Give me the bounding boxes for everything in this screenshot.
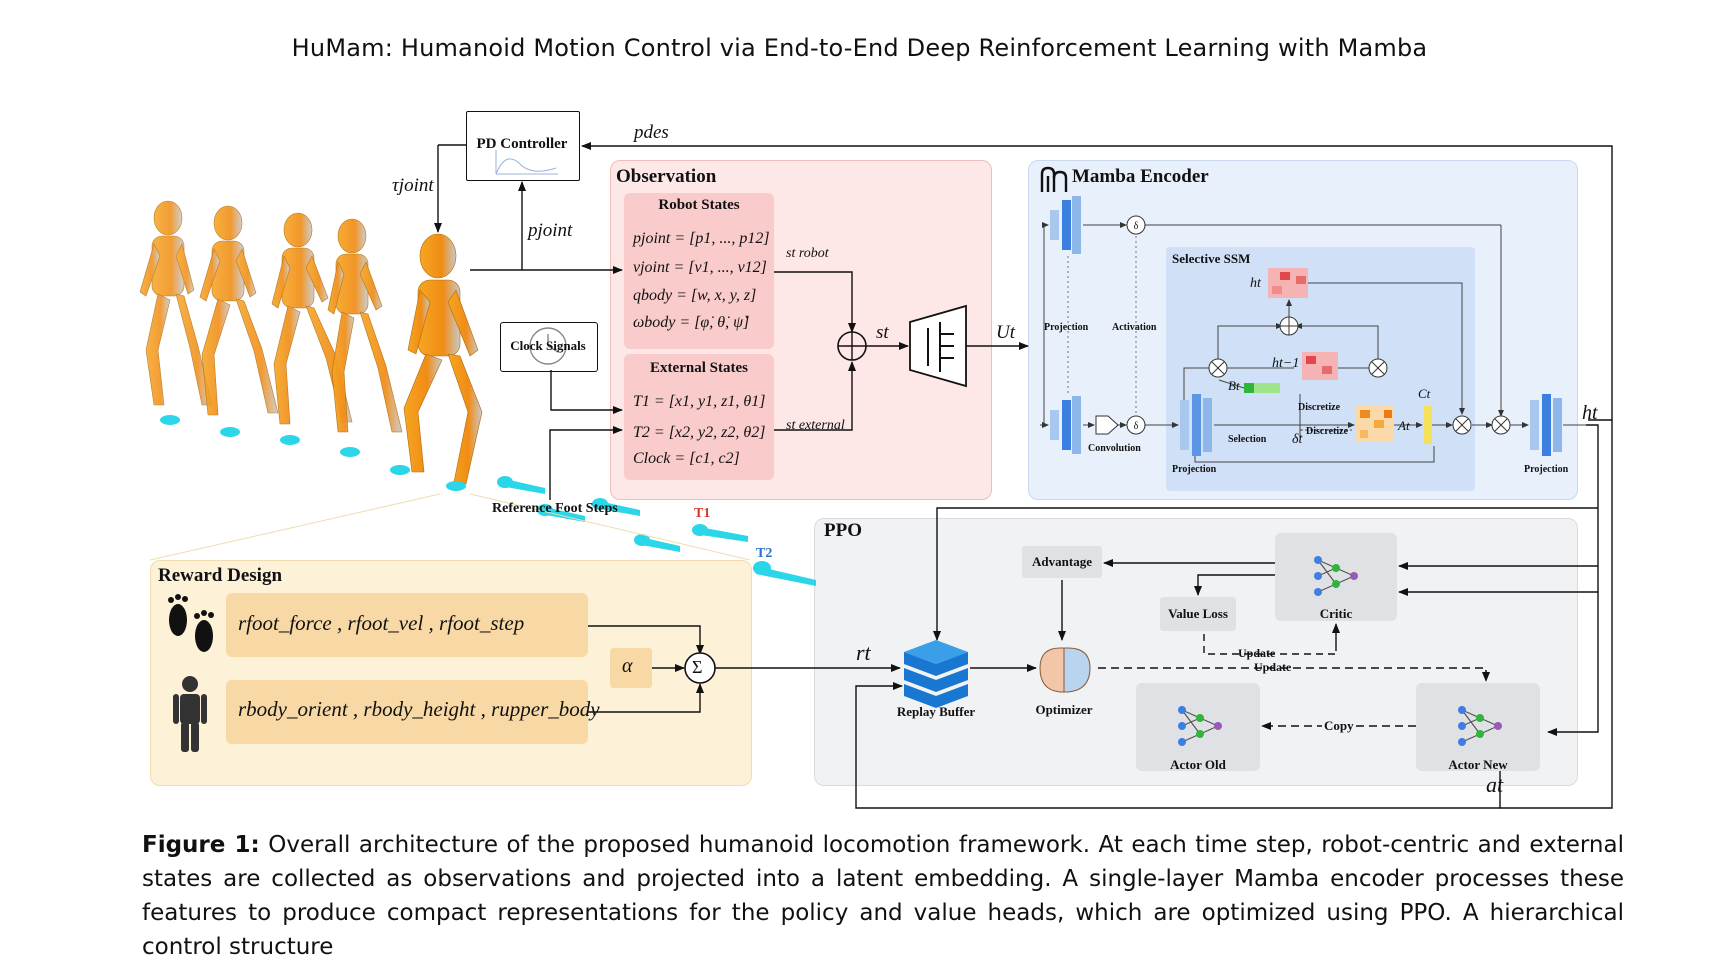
robot-eq-3: qbody = [w, x, y, z] — [633, 287, 757, 304]
s-robot-label: st robot — [786, 246, 829, 261]
body-reward-terms: rbody_orient , rbody_height , rupper_bod… — [238, 697, 600, 721]
pd-controller-label: PD Controller — [476, 136, 568, 152]
optimizer-label: Optimizer — [1035, 702, 1093, 717]
projection-left-label: Projection — [1044, 322, 1089, 333]
r-t-label: rt — [856, 640, 871, 665]
s-t-label: st — [876, 322, 889, 343]
mamba-logo-icon — [1040, 166, 1068, 192]
alpha-box — [610, 648, 652, 688]
footprints-icon — [168, 594, 214, 652]
tau-joint-label: τjoint — [392, 175, 434, 196]
robot-eq-1: pjoint = [p1, ..., p12] — [633, 230, 770, 247]
reference-foot-steps-label: Reference Foot Steps — [492, 501, 618, 516]
external-eq-3: Clock = [c1, c2] — [633, 450, 740, 467]
discretize-label-2: Discretize — [1306, 426, 1349, 437]
body-reward-box — [226, 680, 588, 744]
value-loss-label: Value Loss — [1168, 606, 1228, 621]
robot-eq-2: vjoint = [v1, ..., v12] — [633, 259, 767, 276]
actor-new-box — [1416, 683, 1540, 771]
critic-box — [1275, 533, 1397, 621]
c-t-label: Ct — [1418, 386, 1431, 401]
robot-figures — [139, 200, 483, 485]
p-joint-label: pjoint — [528, 220, 573, 241]
external-eq-2: T2 = [x2, y2, z2, θ2] — [633, 424, 766, 441]
s-external-label: st external — [786, 418, 845, 433]
a-t-action-label: at — [1486, 772, 1504, 797]
h-t-minus-1-label: ht−1 — [1272, 356, 1300, 371]
t2-label: T2 — [756, 546, 773, 561]
caption-label: Figure 1: — [142, 832, 260, 858]
svg-text:δ: δ — [1134, 421, 1139, 432]
replay-buffer-label: Replay Buffer — [896, 704, 976, 719]
replay-buffer-icon — [904, 640, 968, 708]
discretize-label-1: Discretize — [1298, 402, 1341, 413]
sum-symbol: Σ — [692, 657, 703, 677]
b-t-label: Bt — [1228, 378, 1240, 393]
projection-inner-label: Projection — [1172, 464, 1217, 475]
robot-states-title: Robot States — [658, 197, 740, 213]
convolution-label: Convolution — [1088, 443, 1141, 454]
pd-controller-box — [466, 111, 580, 181]
observation-title: Observation — [616, 166, 717, 187]
robot-states-box — [624, 193, 774, 349]
foot-reward-terms: rfoot_force , rfoot_vel , rfoot_step — [238, 611, 525, 635]
selection-label: Selection — [1228, 434, 1267, 445]
advantage-box — [1022, 546, 1102, 578]
reward-design-title: Reward Design — [158, 565, 283, 586]
critic-label: Critic — [1319, 606, 1353, 621]
foot-reward-box — [226, 593, 588, 657]
pd-controller-chart-icon — [495, 150, 558, 175]
value-loss-box — [1160, 597, 1236, 631]
clock-signals-label: Clock Signals — [510, 338, 586, 353]
clock-icon — [529, 327, 567, 365]
a-t-label: At — [1398, 418, 1410, 433]
alpha-label: α — [622, 655, 633, 677]
activation-label: Activation — [1112, 322, 1157, 333]
external-states-box — [624, 354, 774, 480]
svg-text:δ: δ — [1134, 221, 1139, 232]
external-states-title: External States — [650, 360, 748, 376]
optimizer-brain-icon — [1039, 647, 1091, 693]
delta-t-label: δt — [1292, 432, 1303, 447]
mamba-blocks — [1050, 196, 1562, 456]
selective-ssm-title: Selective SSM — [1172, 251, 1251, 266]
ppo-title: PPO — [824, 520, 862, 541]
actor-old-box — [1136, 683, 1260, 771]
caption-text: Overall architecture of the proposed hum… — [142, 832, 1624, 960]
copy-label: Copy — [1322, 718, 1356, 734]
external-eq-1: T1 = [x1, y1, z1, θ1] — [633, 393, 766, 410]
h-t-output-label: ht — [1582, 402, 1598, 424]
t1-label: T1 — [694, 506, 711, 521]
figure-caption: Figure 1: Overall architecture of the pr… — [142, 828, 1624, 964]
h-t-inner-label: ht — [1250, 276, 1261, 291]
architecture-diagram: δ δ — [139, 142, 1613, 809]
page-header: HuMam: Humanoid Motion Control via End-t… — [291, 34, 1428, 62]
u-t-label: Ut — [996, 322, 1015, 343]
actor-old-label: Actor Old — [1170, 757, 1226, 772]
update-label-2: Update — [1254, 660, 1292, 674]
update-label-1: Update — [1238, 646, 1276, 660]
mamba-encoder-title: Mamba Encoder — [1072, 166, 1209, 187]
p-des-label: pdes — [634, 122, 669, 143]
robot-eq-4: ωbody = [φ̇, θ̇, ψ̇] — [633, 314, 750, 331]
projection-right-label: Projection — [1524, 464, 1569, 475]
actor-new-label: Actor New — [1448, 757, 1508, 772]
advantage-label: Advantage — [1032, 554, 1092, 569]
human-body-icon — [173, 676, 207, 752]
